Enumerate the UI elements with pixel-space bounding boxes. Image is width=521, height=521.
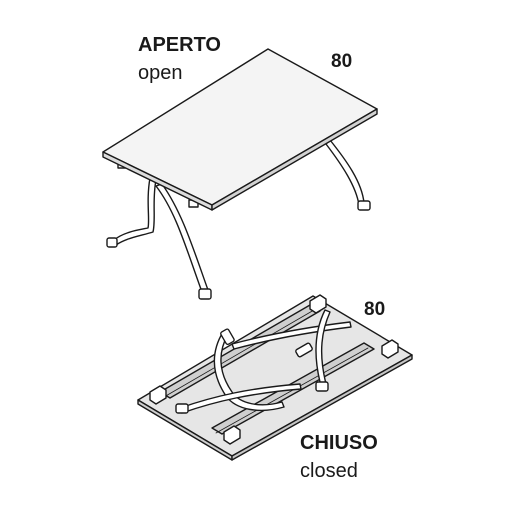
open-table-dimension-label: 80: [331, 51, 353, 72]
open-table-front-leg-right: [155, 183, 212, 300]
closed-table-brackets: [149, 294, 399, 445]
closed-table-board: [137, 295, 413, 461]
open-table-drawing: [102, 48, 378, 300]
closed-table-drawing: [137, 294, 413, 461]
open-state-title: APERTO: [138, 34, 221, 56]
open-state-subtitle: open: [138, 62, 183, 84]
closed-table-folded-legs: [175, 309, 352, 414]
open-table-top: [102, 48, 378, 211]
closed-table-dimension-label: 80: [364, 299, 386, 320]
open-table-rear-leg: [325, 139, 371, 211]
closed-state-subtitle: closed: [300, 460, 358, 482]
closed-state-title: CHIUSO: [300, 432, 378, 454]
open-table-front-leg-left: [106, 177, 157, 248]
